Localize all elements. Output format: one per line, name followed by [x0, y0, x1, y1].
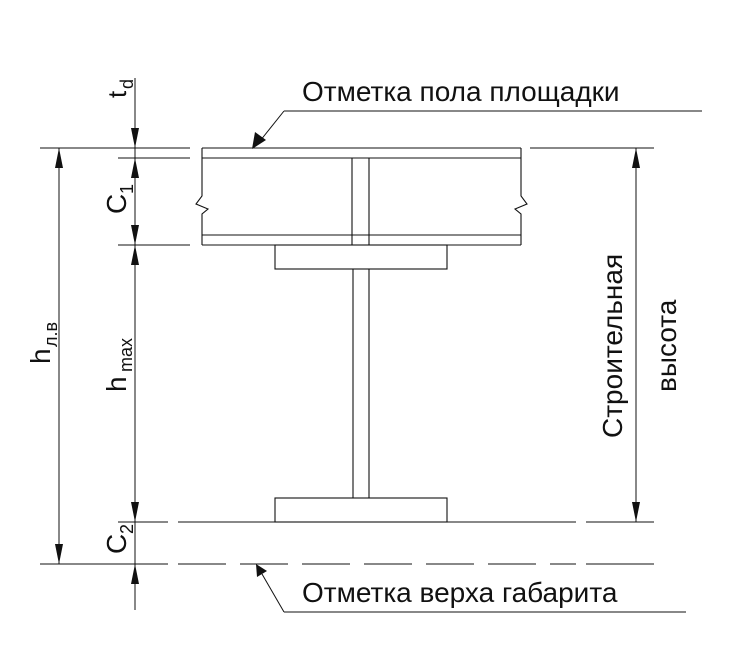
c1-sub: 1 — [117, 184, 137, 194]
td-dimension-label: t d — [102, 79, 137, 98]
floor-level-label: Отметка пола площадки — [302, 76, 620, 107]
c2-dimension-label: C 2 — [101, 524, 137, 554]
td-sub: d — [117, 79, 137, 89]
hmax-dimension-label: h max — [101, 338, 136, 392]
floor-level-leader — [252, 110, 702, 149]
clearance-top-leader — [256, 564, 686, 613]
clear-height-dimension — [55, 148, 63, 564]
c2-sub: 2 — [117, 524, 137, 534]
construction-height-dimension — [632, 148, 640, 522]
construction-height-label-line2: высота — [651, 299, 682, 392]
hlv-sub: л.в — [41, 322, 61, 347]
beam-bottom-flange — [274, 497, 448, 523]
construction-height-label-line1: Строительная — [597, 254, 628, 438]
clearance-top-label: Отметка верха габарита — [302, 577, 618, 608]
hmax-sub: max — [116, 338, 136, 372]
c1-dimension-label: C 1 — [101, 184, 137, 214]
i-beam — [274, 244, 448, 523]
hmax-main: h — [101, 376, 132, 392]
hlv-main: h — [25, 348, 56, 364]
td-main: t — [102, 90, 132, 98]
c1-main: C — [101, 194, 132, 214]
slab-break-left — [195, 148, 210, 245]
slab-break-right — [513, 148, 528, 245]
dimension-chain — [131, 78, 139, 610]
hlv-dimension-label: h л.в — [25, 322, 61, 364]
deck-slab — [195, 147, 528, 246]
beam-top-flange — [274, 244, 448, 270]
c2-main: C — [101, 534, 132, 554]
